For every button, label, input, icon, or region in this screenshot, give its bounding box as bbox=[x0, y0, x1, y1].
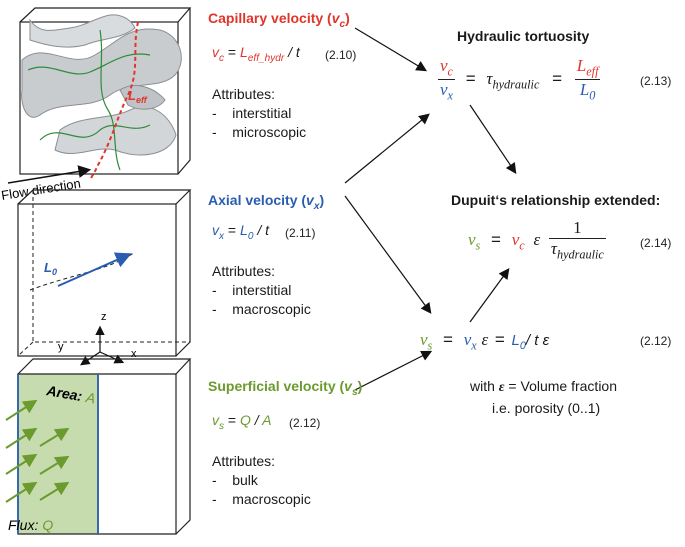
equation-number-2-12-left: (2.12) bbox=[289, 416, 321, 430]
effective-path-line bbox=[89, 21, 139, 181]
axial-attributes: Attributes: - interstitial - macroscopic bbox=[212, 263, 311, 317]
flux-label: Flux:Q bbox=[8, 517, 53, 533]
equation-number-2-12-right: (2.12) bbox=[640, 334, 672, 348]
tortuosity-title: Hydraulic tortuosity bbox=[457, 28, 590, 44]
area-label: Area:A bbox=[44, 382, 96, 406]
equation-number-2-13: (2.13) bbox=[640, 74, 672, 88]
axial-cube: L0 z x y bbox=[17, 189, 192, 366]
axis-x-label: x bbox=[131, 348, 137, 360]
porosity-note: with ε = Volume fraction i.e. porosity (… bbox=[470, 378, 617, 416]
axis-y-label: y bbox=[58, 341, 64, 353]
dupuit-equation: vs = vc ε 1 τhydraulic bbox=[468, 218, 606, 262]
axis-z-label: z bbox=[101, 311, 107, 323]
leff-label: Leff bbox=[128, 88, 148, 105]
axial-equation: vx = L0 / t bbox=[212, 222, 269, 242]
superficial-attributes: Attributes: - bulk - macroscopic bbox=[212, 453, 311, 507]
cubes-illustration: Leff Flow direction L0 z x y bbox=[0, 7, 192, 535]
capillary-attributes: Attributes: - interstitial - microscopic bbox=[212, 86, 307, 140]
capillary-velocity-title: Capillary velocity (vc) bbox=[208, 10, 350, 30]
dupuit-title: Dupuit‘s relationship extended: bbox=[451, 192, 661, 208]
superficial-cube: Area:A Flux:Q bbox=[5, 358, 192, 535]
equation-number-2-11: (2.11) bbox=[285, 226, 316, 240]
axial-velocity-title: Axial velocity (vx) bbox=[208, 192, 325, 212]
superficial-equation: vs = Q / A bbox=[212, 412, 272, 432]
porous-media-cube: Leff bbox=[19, 7, 192, 181]
superficial-porosity-equation: vs = vx ε = L0/ t ε bbox=[420, 330, 550, 353]
superficial-velocity-title: Superficial velocity (vs) bbox=[208, 378, 363, 398]
tortuosity-equation: vc vx = τhydraulic = Leff L0 bbox=[438, 56, 601, 103]
capillary-equation: vc = Leff_hydr / t bbox=[212, 44, 300, 64]
equation-number-2-14: (2.14) bbox=[640, 236, 672, 250]
equation-number-2-10: (2.10) bbox=[325, 48, 357, 62]
l0-label: L0 bbox=[44, 260, 57, 277]
